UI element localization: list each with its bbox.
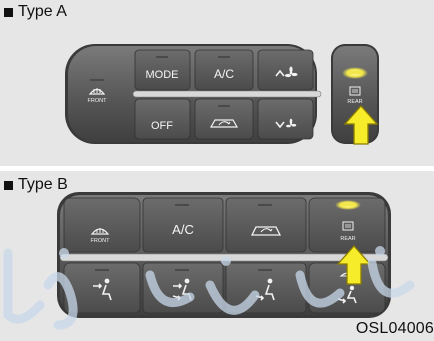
figure-code: OSL04006: [355, 320, 434, 337]
type-b-rear-label: REAR: [340, 236, 355, 242]
fan-down-icon: [275, 118, 297, 129]
type-a-ac-label: A/C: [214, 67, 234, 81]
type-a-control-unit: [65, 44, 322, 144]
type-a-front-label: FRONT: [88, 98, 108, 104]
type-b-front-label: FRONT: [91, 238, 111, 244]
airflow-face-icon: [93, 278, 112, 301]
rear-defrost-icon-a: [349, 86, 361, 96]
type-a-title-text: Type A: [18, 3, 67, 20]
type-a-title: Type A: [4, 3, 67, 21]
front-defrost-icon-b: [90, 228, 110, 235]
type-a-indicator-arrow: [343, 105, 379, 145]
recirculation-icon-b: [250, 226, 282, 236]
type-a-mode-label: MODE: [146, 69, 179, 81]
fan-up-icon: [275, 66, 298, 78]
type-b-title-text: Type B: [18, 176, 68, 193]
front-defrost-icon: [88, 88, 106, 95]
type-b-title: Type B: [4, 176, 68, 194]
bullet-square-icon: [4, 180, 13, 190]
bullet-square-icon: [4, 7, 13, 17]
rear-defrost-icon-b: [342, 221, 354, 231]
recirculation-icon: [209, 119, 239, 128]
type-b-ac-label: A/C: [172, 222, 194, 237]
type-a-rear-label: REAR: [347, 99, 362, 105]
type-a-off-label: OFF: [151, 120, 173, 132]
